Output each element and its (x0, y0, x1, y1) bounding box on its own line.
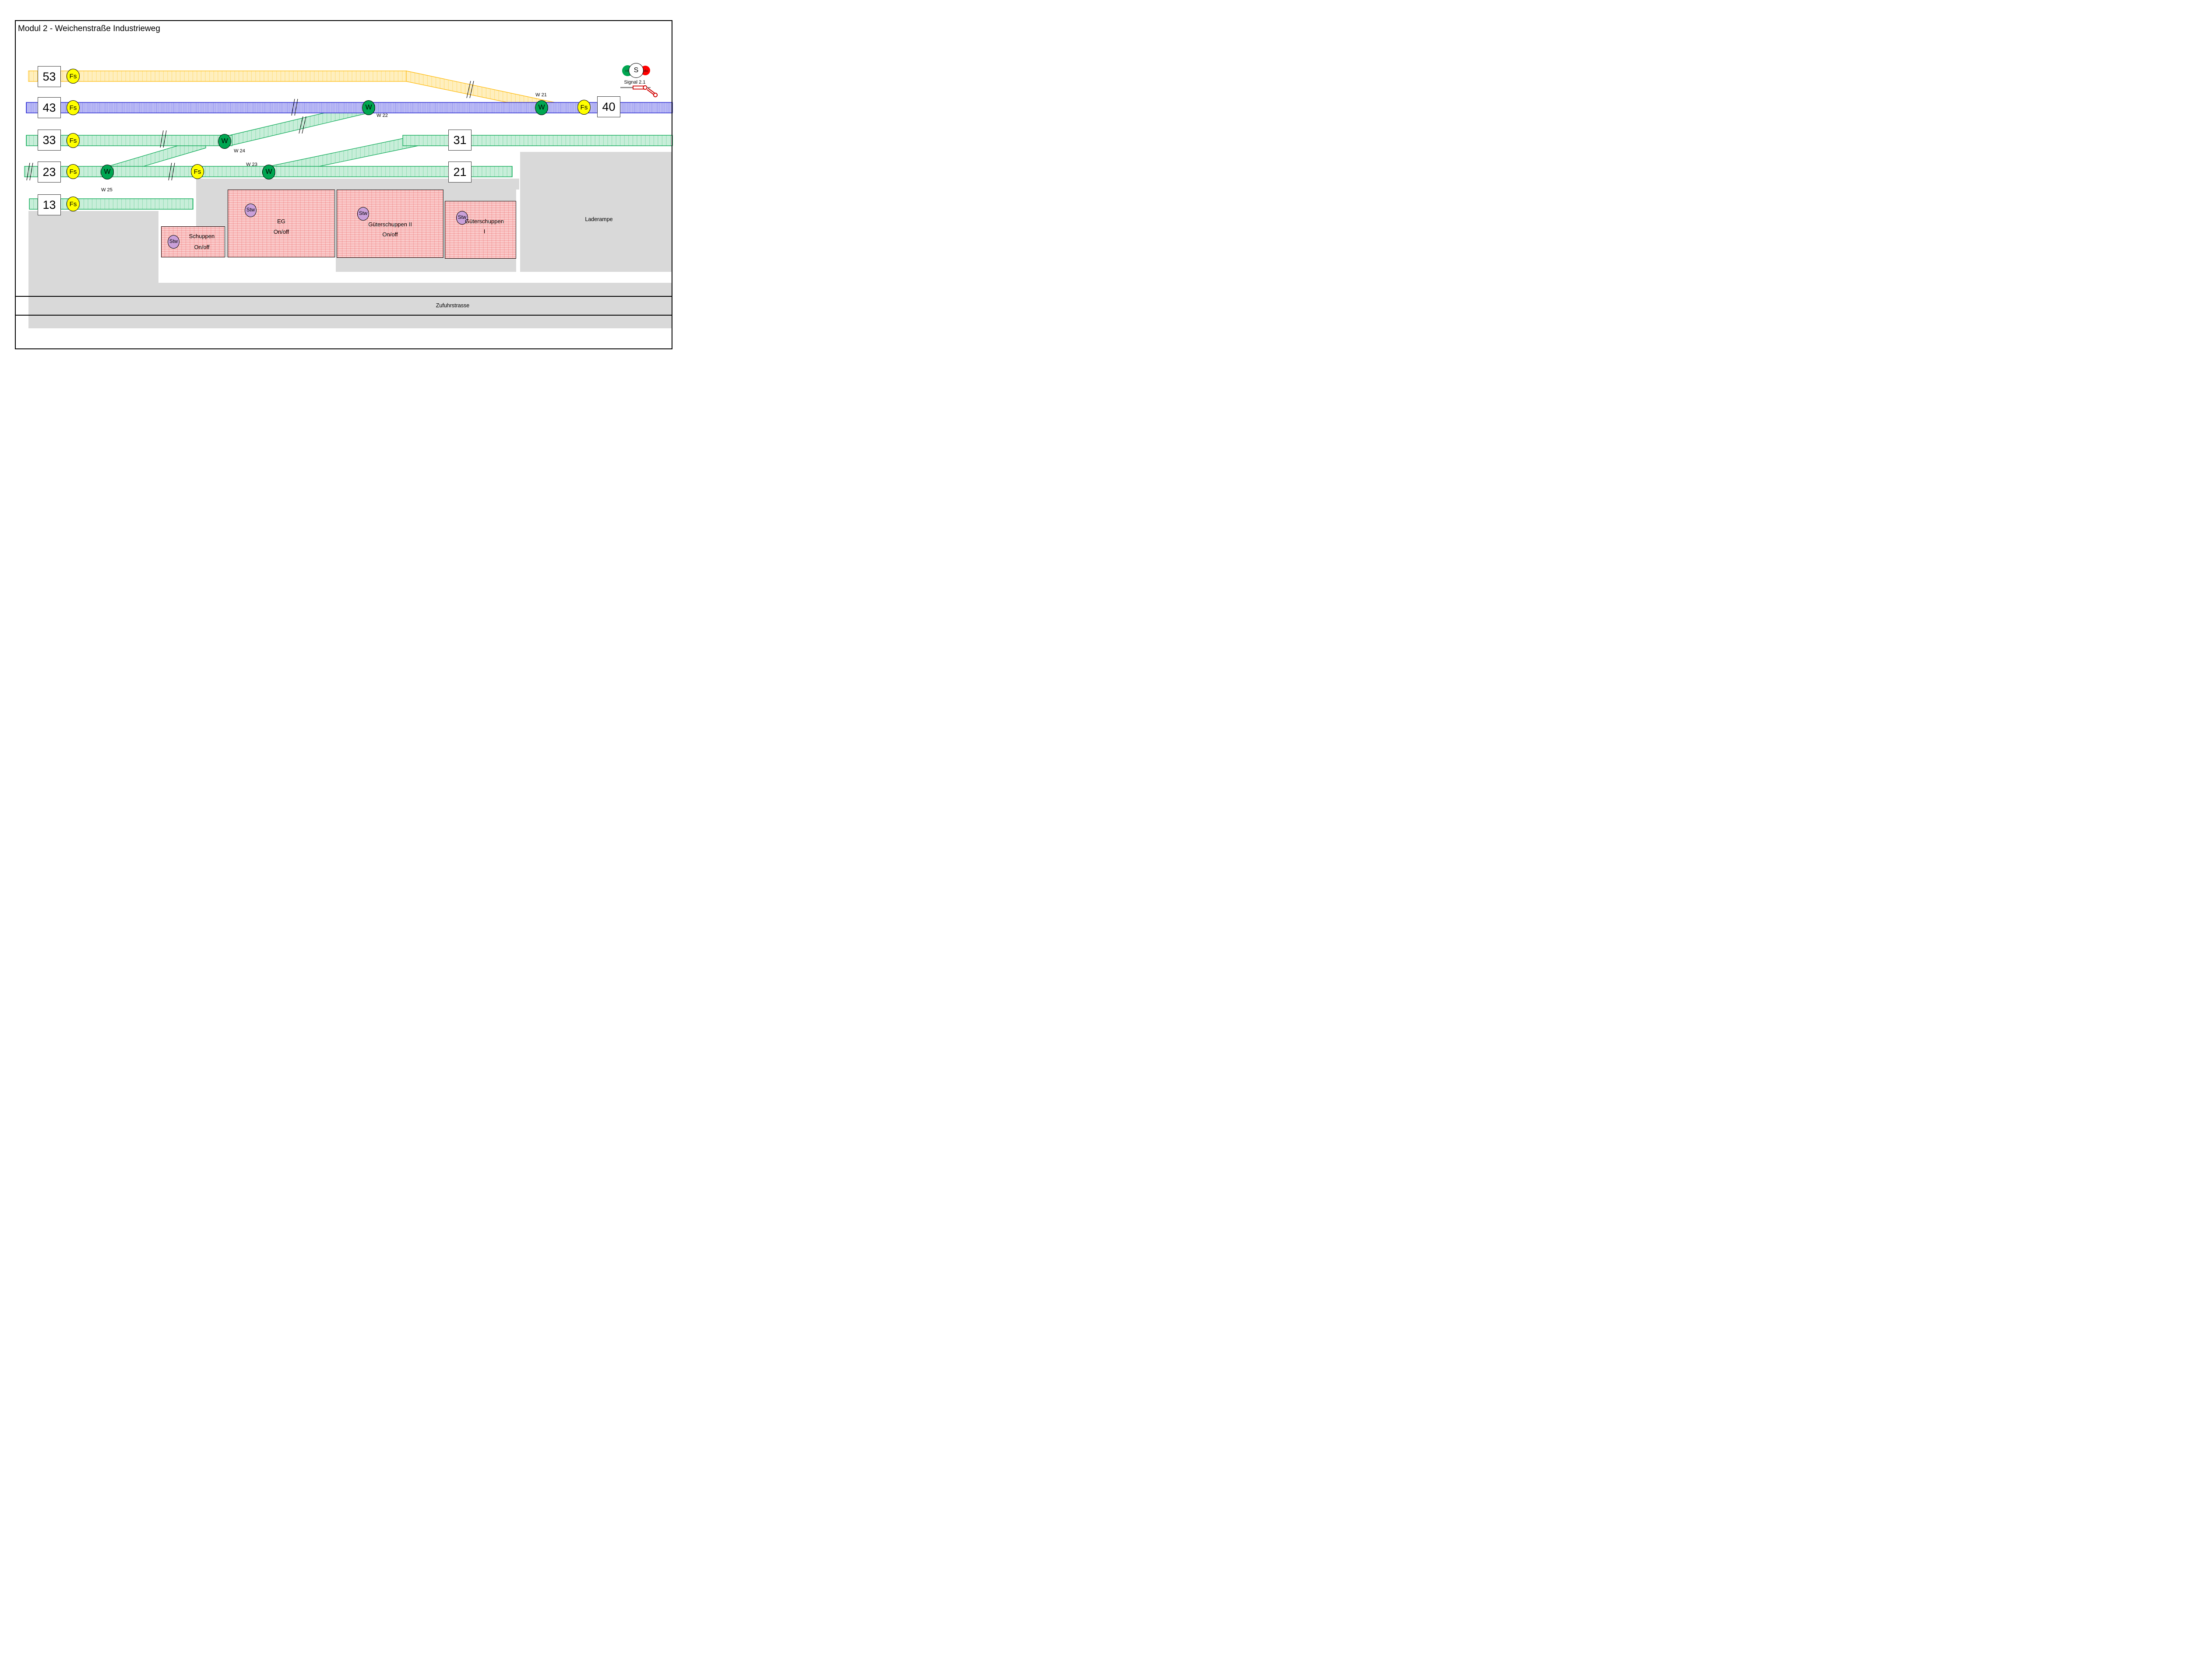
fs-label: Fs (69, 200, 77, 208)
building-schuppen[interactable]: Stw Schuppen On/off (161, 226, 225, 257)
area-laderampe (520, 152, 672, 272)
building-gueterschuppen2[interactable]: Stw Güterschuppen II On/off (337, 190, 443, 258)
building-schuppen-line2: On/off (194, 244, 210, 250)
module-frame (15, 20, 672, 349)
building-gueterschuppen2-line2: On/off (382, 231, 398, 238)
separator-marks (26, 81, 474, 181)
zufuhrstrasse-label: Zufuhrstrasse (436, 302, 470, 309)
switch-button-w21[interactable]: W (535, 100, 548, 115)
module-panel: Modul 2 - Weichenstraße Industrieweg 53 … (0, 0, 683, 355)
building-schuppen-line1: Schuppen (189, 233, 215, 239)
area-bottom-band-b (28, 315, 672, 328)
track-31 (402, 135, 673, 146)
stw-button-schuppen[interactable]: Stw (168, 235, 179, 249)
track-label-23-text: 23 (42, 165, 56, 179)
building-gueterschuppen1-line1: Güterschuppen (465, 218, 504, 225)
switch-button-w24[interactable]: W (218, 134, 231, 149)
signal-caption: Signal 2.1 (624, 80, 646, 85)
track-label-40-text: 40 (602, 100, 616, 113)
stw-button-eg[interactable]: Stw (245, 204, 257, 217)
switch-name-w21: W 21 (535, 92, 547, 98)
street-line-top (15, 296, 672, 297)
fs-label: Fs (580, 103, 588, 111)
fs-button-track13[interactable]: Fs (67, 197, 80, 211)
fs-label: Fs (69, 168, 77, 176)
track-label-31-text: 31 (453, 133, 467, 147)
switch-name-w23: W 23 (246, 162, 257, 167)
w-label: W (265, 168, 272, 176)
ground-gap (516, 190, 519, 272)
area-zufuhrstrasse-band (28, 296, 672, 315)
switch-name-w25: W 25 (101, 187, 113, 193)
building-gueterschuppen2-line1: Güterschuppen II (368, 221, 412, 228)
track-label-40: 40 (597, 96, 620, 117)
w-label: W (365, 104, 372, 111)
fs-button-track33[interactable]: Fs (67, 133, 80, 148)
switch-button-w22[interactable]: W (362, 100, 375, 115)
track-label-21-text: 21 (453, 165, 467, 179)
building-gueterschuppen1-text: Güterschuppen I (453, 216, 516, 236)
track-label-43-text: 43 (42, 101, 56, 114)
track-label-53: 53 (38, 66, 61, 87)
building-eg-line1: EG (277, 218, 285, 225)
building-gueterschuppen1-line2: I (483, 228, 486, 235)
stw-button-gueterschuppen2[interactable]: Stw (357, 207, 369, 221)
signal-s-text: S (633, 67, 639, 74)
fs-button-track43[interactable]: Fs (67, 100, 80, 115)
building-gueterschuppen1[interactable]: Stw Güterschuppen I (445, 201, 516, 259)
stw-label: Stw (458, 214, 467, 220)
stw-label: Stw (359, 211, 368, 216)
track-label-33: 33 (38, 130, 61, 151)
switch-name-w24: W 24 (234, 148, 245, 154)
switch-button-w25[interactable]: W (101, 165, 114, 179)
fs-button-track23[interactable]: Fs (67, 164, 80, 179)
fs-button-track53[interactable]: Fs (67, 69, 80, 84)
fs-label: Fs (69, 104, 77, 112)
track-label-23: 23 (38, 162, 61, 183)
track-label-13: 13 (38, 194, 61, 215)
fs-label: Fs (69, 72, 77, 80)
building-gueterschuppen2-text: Güterschuppen II On/off (337, 219, 443, 239)
w-label: W (221, 137, 228, 145)
switch-name-w22: W 22 (377, 113, 388, 118)
w-label: W (538, 104, 545, 111)
laderampe-label: Laderampe (585, 216, 613, 222)
track-label-21: 21 (448, 162, 472, 183)
stw-label: Stw (246, 207, 255, 213)
switch-button-w23[interactable]: W (262, 165, 275, 179)
stw-label: Stw (169, 239, 178, 244)
track-label-31: 31 (448, 130, 472, 151)
track-label-13-text: 13 (42, 198, 56, 211)
street-line-bottom (15, 315, 672, 316)
building-schuppen-text: Schuppen On/off (180, 231, 224, 253)
building-eg-line2: On/off (273, 228, 289, 235)
track-label-43: 43 (38, 97, 61, 118)
page-title: Modul 2 - Weichenstraße Industrieweg (18, 24, 160, 33)
fs-button-track40[interactable]: Fs (577, 100, 591, 115)
fs-label: Fs (69, 137, 77, 144)
track-53 (28, 70, 407, 82)
signal-button[interactable]: S (629, 63, 644, 78)
w-label: W (104, 168, 111, 176)
building-eg-text: EG On/off (228, 216, 334, 237)
track-43 (26, 102, 673, 113)
area-bottom-band-a (28, 283, 672, 296)
fs-button-track23-mid[interactable]: Fs (191, 164, 204, 179)
fs-label: Fs (194, 168, 201, 176)
track-label-53-text: 53 (42, 70, 56, 83)
area-left-yard (28, 211, 158, 283)
area-building-ground-strip (336, 257, 519, 272)
track-label-33-text: 33 (42, 133, 56, 147)
semaphore-icon (620, 85, 658, 98)
building-eg[interactable]: Stw EG On/off (228, 190, 335, 257)
stw-button-gueterschuppen1[interactable]: Stw (456, 211, 468, 225)
